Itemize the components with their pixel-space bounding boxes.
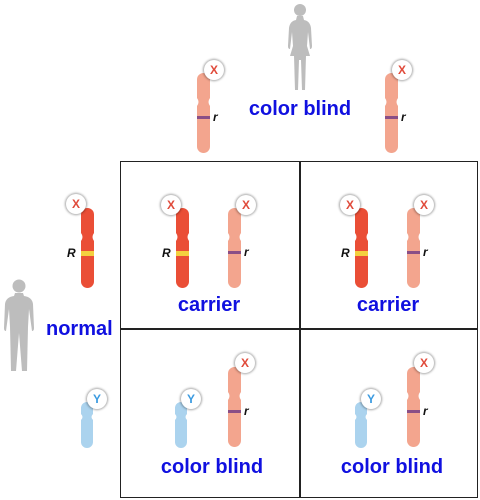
recessive-allele-label: r [244,404,249,418]
x-chromosome-badge: X [236,195,256,215]
x-chromosome-dominant [354,208,368,288]
female-figure-icon [288,4,312,90]
dominant-allele-label: R [162,246,171,260]
x-chromosome-recessive [227,208,241,288]
x-chromosome-badge: X [66,194,86,214]
recessive-allele-band [406,410,420,413]
x-chromosome-recessive [384,73,398,153]
x-chromosome-badge: X [204,60,224,80]
x-chromosome-recessive [227,367,241,447]
recessive-allele-label: r [213,110,218,124]
x-chromosome-recessive [406,367,420,447]
recessive-allele-label: r [244,245,249,259]
x-chromosome-badge: X [235,353,255,373]
recessive-allele-band [196,116,210,119]
y-chromosome-badge: Y [181,389,201,409]
recessive-allele-band [384,116,398,119]
x-chromosome-badge: X [392,60,412,80]
recessive-allele-label: r [423,245,428,259]
grid-vertical-divider [299,161,301,498]
y-chromosome-badge: Y [87,389,107,409]
x-chromosome-badge: X [414,353,434,373]
dominant-allele-band [354,251,368,256]
x-chromosome-dominant [175,208,189,288]
y-chromosome-badge: Y [361,389,381,409]
x-chromosome-recessive [406,208,420,288]
dominant-allele-band [80,251,94,256]
y-chromosome [81,402,93,448]
offspring-phenotype-label: carrier [177,294,241,316]
x-chromosome-recessive [196,73,210,153]
x-chromosome-dominant [80,208,94,288]
recessive-allele-band [406,251,420,254]
male-figure-icon [4,279,34,371]
recessive-allele-label: r [401,110,406,124]
father-phenotype-label: normal [46,318,113,340]
y-chromosome [175,402,187,448]
mother-phenotype-label: color blind [248,98,352,120]
recessive-allele-label: r [423,404,428,418]
recessive-allele-band [227,251,241,254]
recessive-allele-band [227,410,241,413]
y-chromosome [355,402,367,448]
dominant-allele-label: R [67,246,76,260]
dominant-allele-band [175,251,189,256]
x-chromosome-badge: X [414,195,434,215]
x-chromosome-badge: X [340,195,360,215]
offspring-phenotype-label: color blind [340,456,444,478]
dominant-allele-label: R [341,246,350,260]
offspring-phenotype-label: color blind [160,456,264,478]
grid-horizontal-divider [120,328,478,330]
offspring-phenotype-label: carrier [356,294,420,316]
x-chromosome-badge: X [161,195,181,215]
